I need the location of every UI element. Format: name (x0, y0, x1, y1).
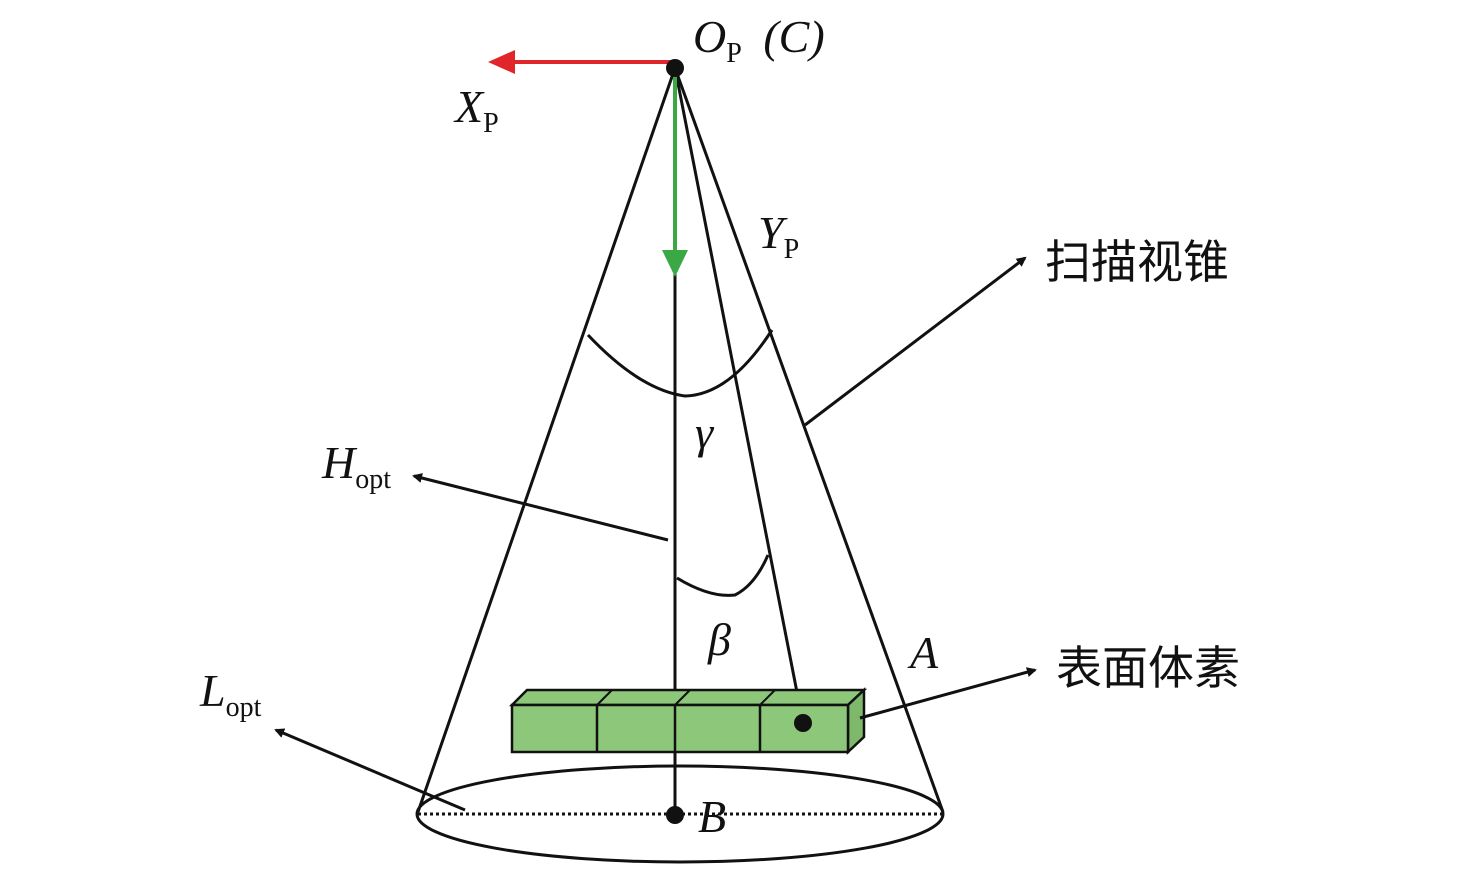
h-opt-pointer-arrow (412, 473, 669, 542)
cone-right-edge (673, 67, 945, 813)
point-b-dot (666, 806, 684, 824)
surface-voxel-label: 表面体素 (1056, 641, 1240, 695)
surface-voxel-block (508, 687, 868, 755)
gamma-label: γ (695, 407, 715, 458)
l-opt-label: Lopt (199, 665, 262, 723)
l-opt-pointer-arrow (274, 728, 466, 812)
cone-base-ellipse (415, 764, 945, 864)
x-axis-arrow (488, 50, 675, 74)
point-a-label: A (907, 627, 939, 678)
ray-to-voxel (673, 67, 805, 724)
beta-label: β (707, 614, 731, 665)
origin-label: OP (C) (693, 11, 825, 69)
point-b-label: B (698, 791, 726, 842)
gamma-angle-arc (586, 329, 774, 398)
scan-cone-label: 扫描视锥 (1045, 235, 1229, 289)
surface-voxel-pointer-arrow (859, 667, 1037, 720)
scan-cone-pointer-arrow (804, 256, 1027, 427)
y-axis-arrow (662, 68, 688, 277)
beta-angle-arc (676, 554, 770, 597)
voxel-point (794, 714, 812, 732)
origin-dot (666, 59, 684, 77)
y-axis-label: YP (758, 207, 799, 265)
h-opt-label: Hopt (321, 437, 391, 495)
cone-left-edge (416, 67, 677, 813)
x-axis-label: XP (453, 81, 499, 139)
